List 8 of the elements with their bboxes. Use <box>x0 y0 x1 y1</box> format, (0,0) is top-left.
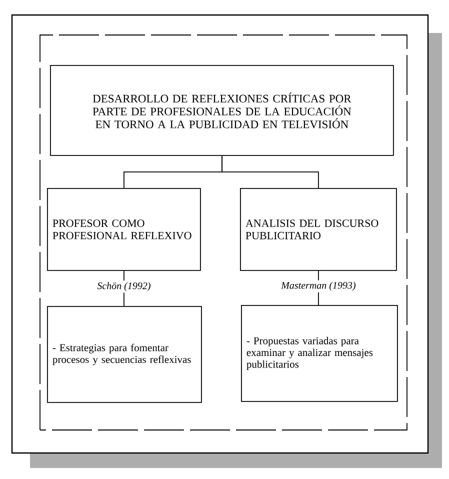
connector-line <box>222 155 319 188</box>
description-box: - Propuestas variadas para examinar y analizar mensajes publicitarios <box>241 305 398 402</box>
author-label: Masterman (1993) <box>280 282 356 291</box>
title-box: DESARROLLO DE REFLEXIONES CRÍTICAS POR PARTE DE PROFESIONALES DE LA EDUCACIÓN EN TORNO A LA PUBLICIDAD EN TELEVISIÓN <box>50 65 394 156</box>
description-box: - Estrategias para fomentar procesos y secuencias reflexivas <box>47 306 202 403</box>
concept-box: ANALISIS DEL DISCURSO PUBLICITARIO <box>240 188 397 271</box>
author-label: Schön (1992) <box>97 282 150 292</box>
concept-box: PROFESOR COMO PROFESIONAL REFLEXIVO <box>47 188 201 271</box>
